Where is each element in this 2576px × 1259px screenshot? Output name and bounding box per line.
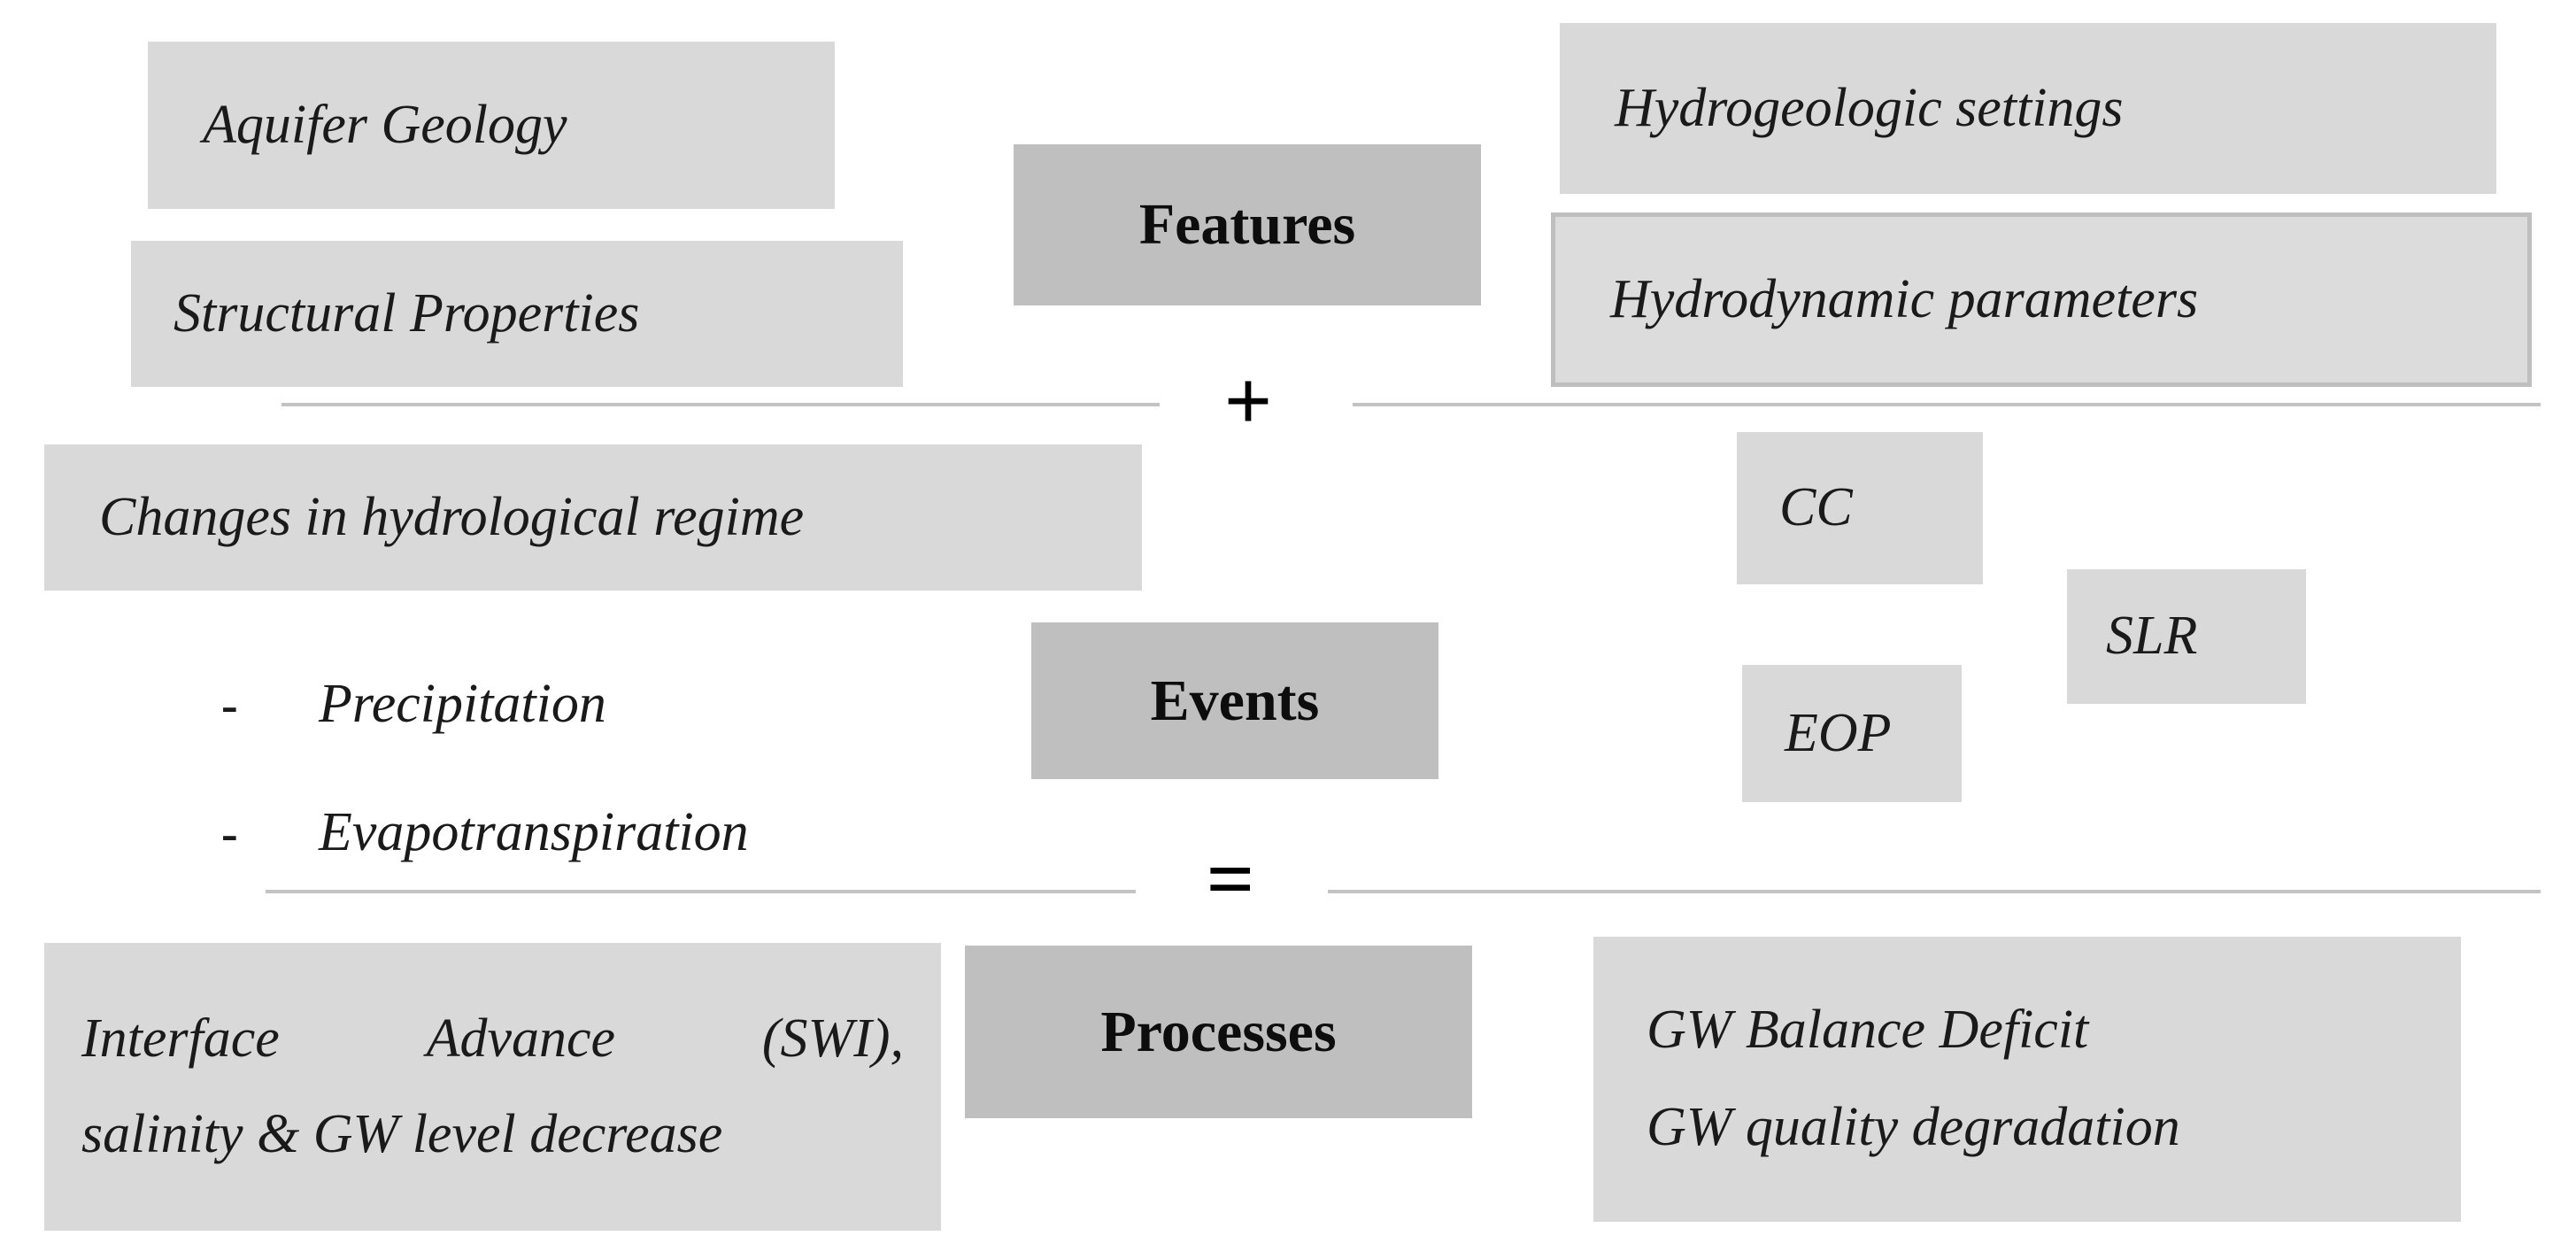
box-label: EOP xyxy=(1785,702,1892,763)
box-label-line-1: Interface Advance (SWI), xyxy=(81,1006,904,1073)
box-label: Hydrodynamic parameters xyxy=(1610,268,2199,329)
divider-line-left-plus xyxy=(282,403,1160,406)
box-events-title: Events xyxy=(1031,622,1438,779)
box-label: SLR xyxy=(2106,606,2198,667)
box-slr: SLR xyxy=(2067,569,2306,704)
equals-operator: = xyxy=(1206,831,1255,926)
box-hydrogeologic-settings: Hydrogeologic settings xyxy=(1560,23,2496,194)
box-features-title: Features xyxy=(1014,144,1481,305)
bullet-label: Precipitation xyxy=(319,674,606,734)
box-label: Structural Properties xyxy=(174,282,640,344)
box-cc: CC xyxy=(1737,432,1983,584)
bullet-marker: - xyxy=(221,807,238,861)
divider-line-left-equals xyxy=(266,890,1136,893)
row-title: Features xyxy=(1138,192,1356,257)
divider-line-right-plus xyxy=(1353,403,2541,406)
box-label-part: Advance xyxy=(426,1008,616,1069)
row-title: Processes xyxy=(1100,999,1337,1064)
box-eop: EOP xyxy=(1742,665,1962,802)
box-aquifer-geology: Aquifer Geology xyxy=(148,42,835,209)
box-label: Hydrogeologic settings xyxy=(1615,77,2124,138)
divider-line-right-equals xyxy=(1328,890,2541,893)
box-label: Changes in hydrological regime xyxy=(99,486,805,547)
box-label: CC xyxy=(1779,477,1853,538)
box-gw-outcomes: GW Balance Deficit GW quality degradatio… xyxy=(1593,937,2461,1222)
box-processes-title: Processes xyxy=(965,946,1472,1118)
box-structural-properties: Structural Properties xyxy=(131,241,903,387)
box-label-part: (SWI), xyxy=(761,1008,904,1069)
bullet-evapotranspiration: - Evapotranspiration xyxy=(221,801,749,864)
box-label-line-2: salinity & GW level decrease xyxy=(81,1103,723,1164)
row-title: Events xyxy=(1150,668,1320,733)
box-label-part: Interface xyxy=(81,1008,280,1069)
bullet-marker: - xyxy=(221,678,238,733)
bullet-precipitation: - Precipitation xyxy=(221,673,606,736)
box-label-line-2: GW quality degradation xyxy=(1647,1097,2180,1157)
bullet-label: Evapotranspiration xyxy=(319,802,749,862)
box-label: Aquifer Geology xyxy=(203,94,567,155)
box-label-line-1: GW Balance Deficit xyxy=(1647,1000,2089,1061)
box-hydrodynamic-parameters: Hydrodynamic parameters xyxy=(1551,212,2532,387)
box-changes-hydrological-regime: Changes in hydrological regime xyxy=(44,444,1142,591)
plus-operator: + xyxy=(1223,353,1273,448)
box-interface-advance: Interface Advance (SWI), salinity & GW l… xyxy=(44,943,941,1231)
